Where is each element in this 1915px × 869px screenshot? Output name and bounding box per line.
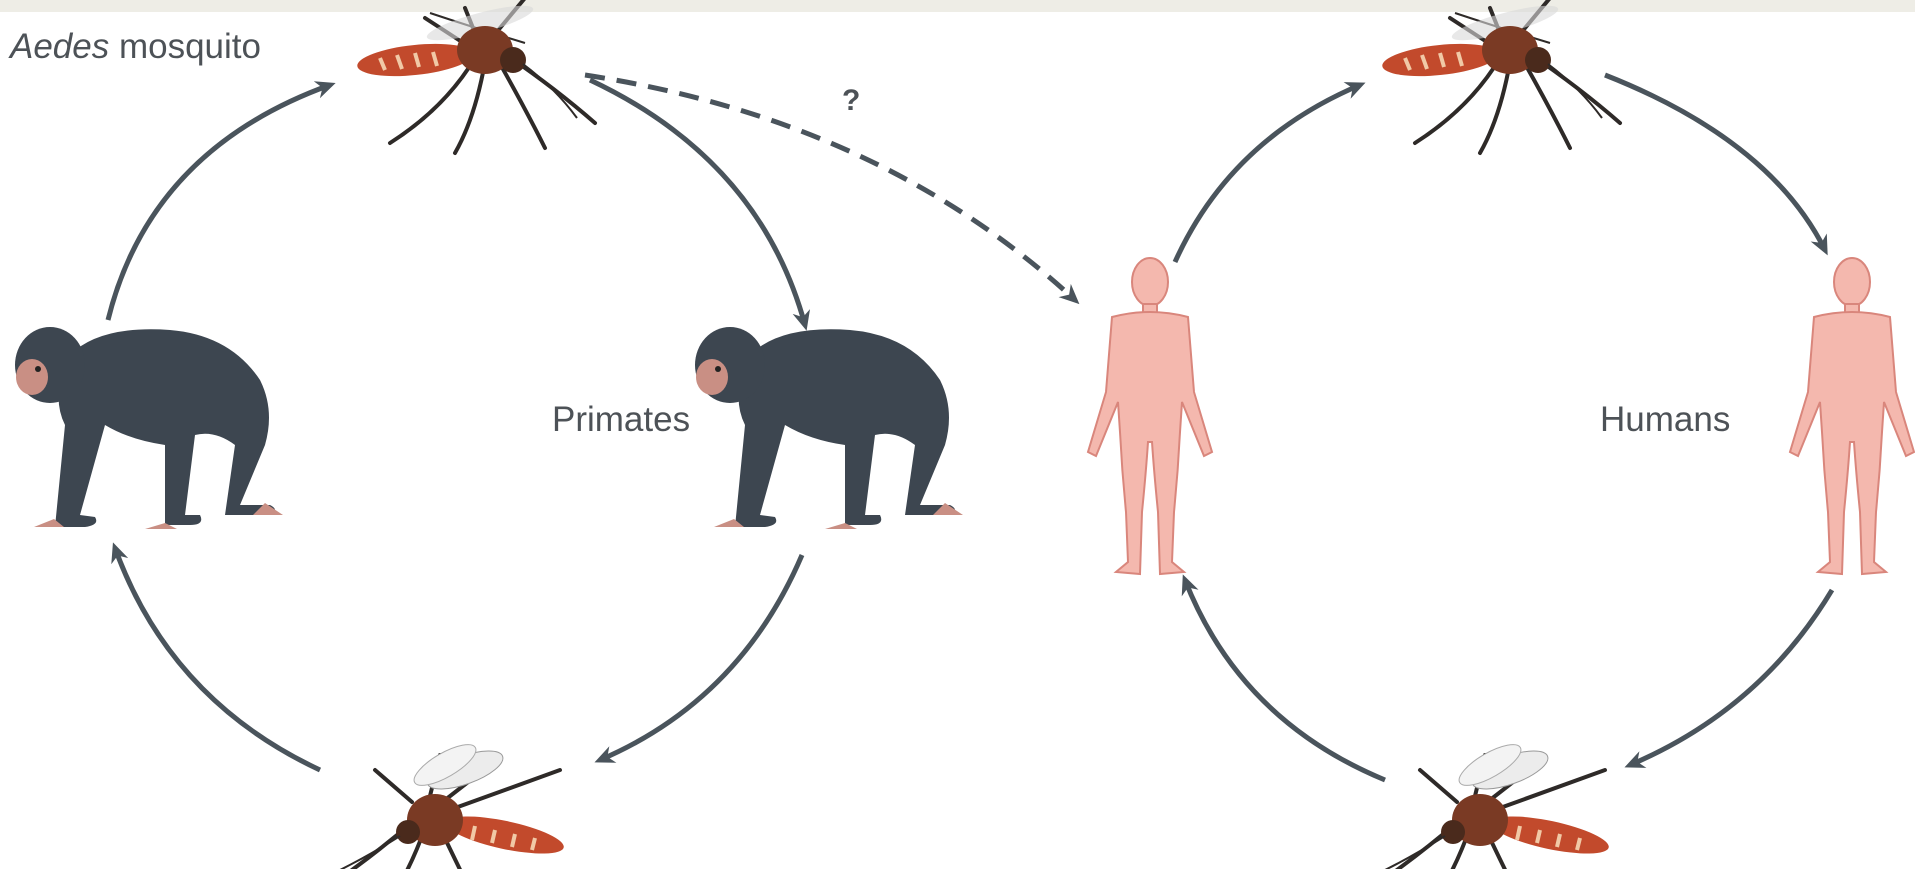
- arrow-top-right-to-human: [1605, 75, 1825, 250]
- human-left: [1088, 258, 1212, 574]
- mosquito-label: Aedes mosquito: [8, 27, 261, 66]
- mosquito-bottom-right: [1385, 737, 1612, 869]
- primates-label: Primates: [552, 400, 690, 439]
- arrow-top-right-down: [590, 80, 805, 325]
- arrow-human-up: [1175, 85, 1360, 262]
- arrow-human-right-down: [1630, 590, 1832, 765]
- question-mark: ?: [842, 84, 860, 117]
- humans-label: Humans: [1600, 400, 1730, 439]
- spillover: ?: [585, 75, 1075, 300]
- sylvatic-cycle: Aedes mosquito Primates: [8, 0, 963, 869]
- arrow-bottom-left-up: [115, 548, 320, 770]
- mosquito-top-right: [1381, 0, 1620, 153]
- urban-cycle: Humans: [1088, 0, 1914, 869]
- arrow-right-down: [600, 555, 802, 760]
- mosquito-top-left: [356, 0, 595, 153]
- human-right: [1790, 258, 1914, 574]
- arrow-bottom-to-human: [1185, 580, 1385, 780]
- arrow-left-up: [108, 85, 330, 320]
- primate-right: [695, 327, 963, 529]
- arrow-spillover-dashed: [585, 75, 1075, 300]
- mosquito-bottom-left: [340, 737, 567, 869]
- primate-left: [15, 327, 283, 529]
